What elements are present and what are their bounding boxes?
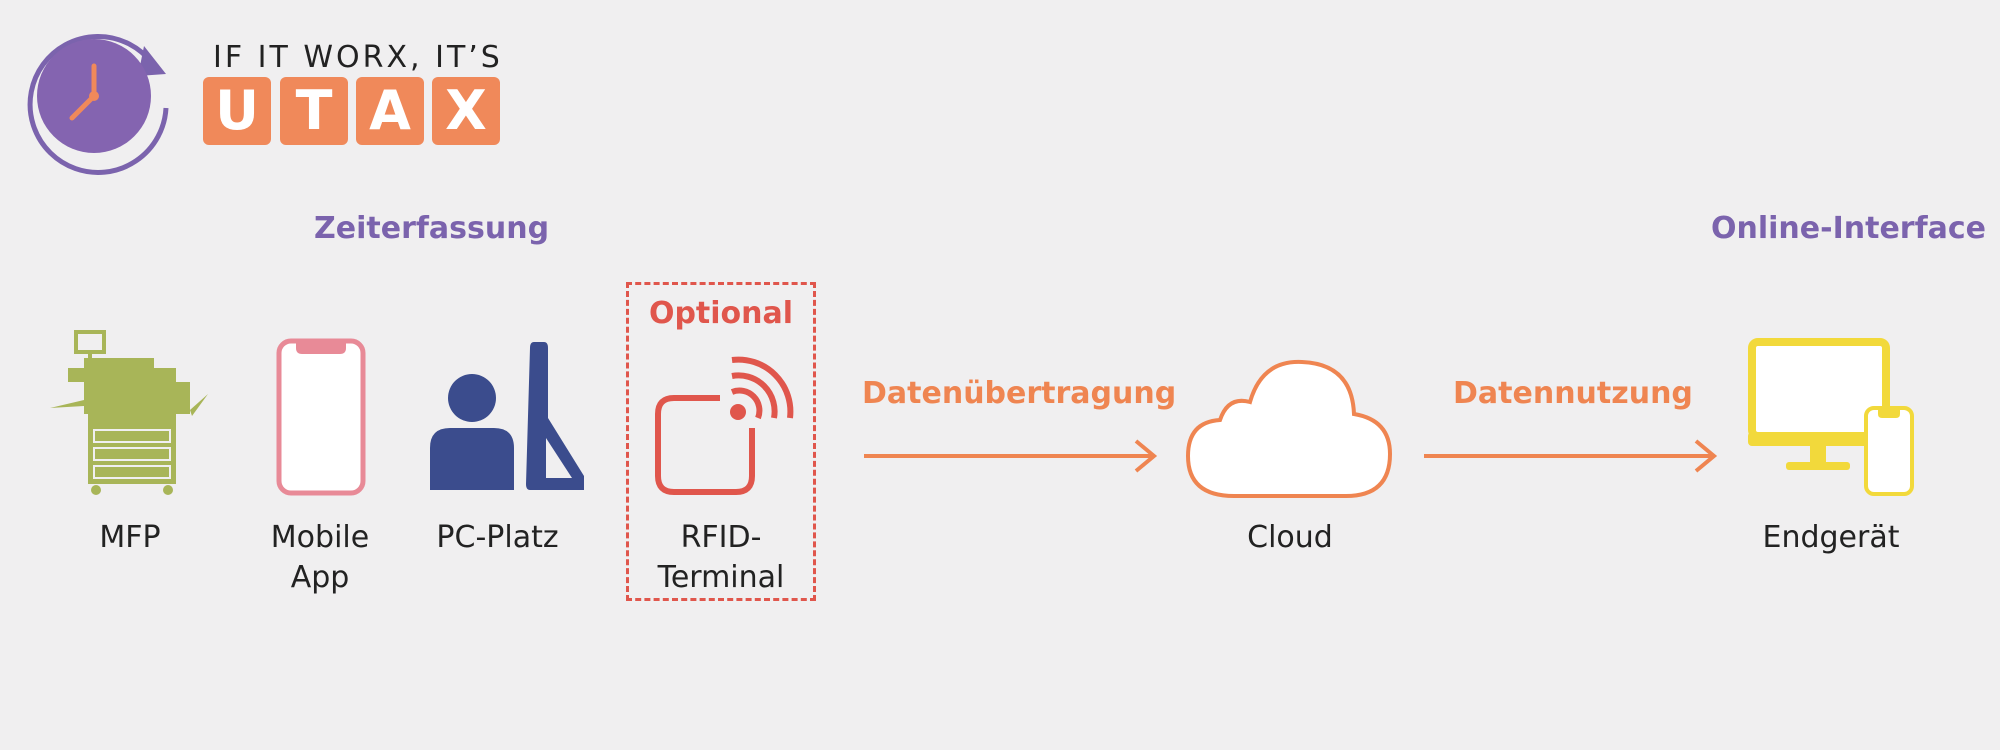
- rfid-icon: [655, 356, 794, 495]
- pc-user-icon: [430, 342, 584, 490]
- section-heading-online-interface: Online-Interface: [1711, 211, 1987, 246]
- pc-platz-label: PC-Platz: [436, 520, 559, 555]
- rfid-label-line2: Terminal: [657, 560, 785, 595]
- section-heading-zeiterfassung: Zeiterfassung: [314, 211, 550, 246]
- logo-letter: X: [432, 77, 500, 145]
- mobile-app-label-line2: App: [290, 560, 350, 595]
- mfp-label: MFP: [99, 520, 161, 555]
- logo-letter: A: [356, 77, 424, 145]
- logo-letter: T: [280, 77, 348, 145]
- endgeraet-label: Endgerät: [1762, 520, 1900, 555]
- arrow-right-icon: [1424, 439, 1718, 473]
- printer-icon: [50, 330, 208, 495]
- cloud-label: Cloud: [1247, 520, 1333, 555]
- mobile-app-label-line1: Mobile: [270, 520, 370, 555]
- cloud-icon: [1185, 359, 1393, 498]
- optional-frame: [626, 282, 816, 601]
- smartphone-icon: [276, 338, 366, 496]
- tagline: IF IT WORX, IT’S: [213, 40, 503, 75]
- clock-icon: [27, 33, 169, 175]
- usage-label: Datennutzung: [1453, 376, 1693, 411]
- logo-letter: U: [203, 77, 271, 145]
- rfid-label-line1: RFID-: [680, 520, 762, 555]
- optional-label: Optional: [648, 296, 794, 331]
- arrow-right-icon: [864, 439, 1158, 473]
- transfer-label: Datenübertragung: [862, 376, 1177, 411]
- monitor-phone-icon: [1748, 338, 1914, 496]
